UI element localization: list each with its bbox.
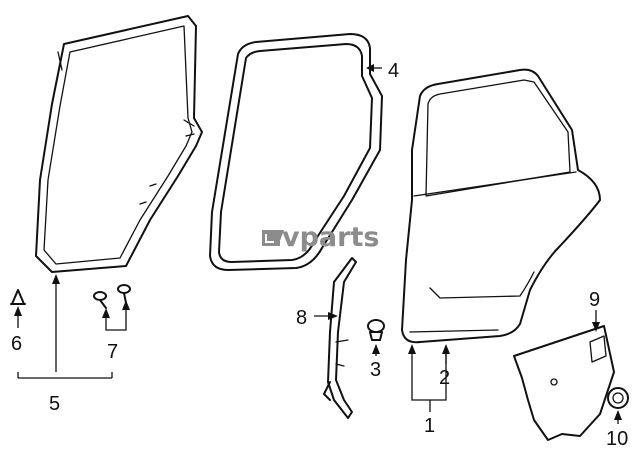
door-side-weatherstrip-4[interactable] xyxy=(209,33,383,271)
callout-1: 1 xyxy=(424,415,435,437)
watermark: vparts xyxy=(262,222,379,253)
access-hole-cover-9[interactable] xyxy=(513,325,615,441)
lv-logo-icon xyxy=(262,230,284,246)
callout-9: 9 xyxy=(589,289,600,311)
callout-7: 7 xyxy=(107,341,118,363)
callout-8: 8 xyxy=(296,307,307,329)
channel-8[interactable] xyxy=(323,257,357,419)
callout-3: 3 xyxy=(370,359,381,381)
grommet-10[interactable] xyxy=(607,387,629,409)
watermark-text: vparts xyxy=(282,222,379,253)
leader-lines xyxy=(14,64,622,424)
callout-6: 6 xyxy=(11,333,22,355)
rear-door-shell-1[interactable] xyxy=(401,68,601,344)
callout-2: 2 xyxy=(439,367,450,389)
body-side-weatherstrip-5[interactable] xyxy=(35,15,203,273)
callout-10: 10 xyxy=(606,428,628,450)
clip-3[interactable] xyxy=(367,319,385,341)
push-clip-6[interactable] xyxy=(10,289,26,305)
callout-5: 5 xyxy=(49,393,60,415)
callout-4: 4 xyxy=(388,60,399,82)
